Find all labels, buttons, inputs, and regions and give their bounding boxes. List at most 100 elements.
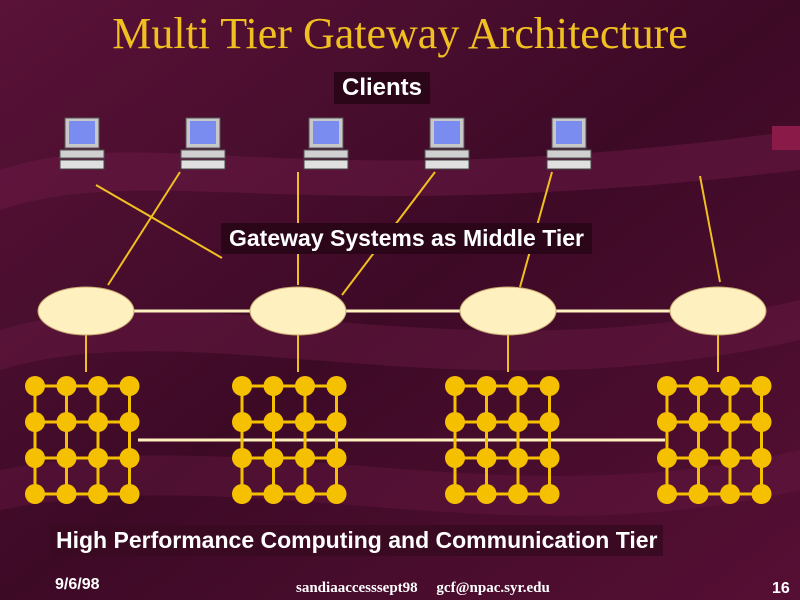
client-computer-icon: [546, 117, 592, 170]
compute-node: [25, 484, 45, 504]
compute-node: [119, 376, 140, 396]
client-computer-icon: [180, 117, 226, 170]
compute-node: [232, 376, 252, 396]
monitor-screen: [434, 121, 460, 144]
compute-node: [751, 484, 772, 504]
keyboard: [180, 159, 226, 170]
compute-node: [508, 412, 528, 432]
compute-node: [751, 376, 772, 396]
compute-node: [476, 484, 497, 504]
compute-node: [445, 412, 465, 432]
compute-node: [326, 376, 347, 396]
compute-node: [263, 484, 284, 504]
gateway-node: [459, 286, 557, 336]
compute-node: [539, 484, 560, 504]
computer-base: [424, 149, 470, 159]
compute-node: [508, 376, 528, 396]
compute-node: [720, 448, 740, 468]
compute-node: [56, 448, 77, 468]
compute-node: [445, 484, 465, 504]
compute-cluster: [232, 376, 347, 504]
compute-node: [476, 376, 497, 396]
compute-node: [232, 484, 252, 504]
compute-node: [25, 448, 45, 468]
keyboard: [546, 159, 592, 170]
hpcc-tier-label: High Performance Computing and Communica…: [50, 525, 664, 556]
computer-base: [303, 149, 349, 159]
footer-email: gcf@npac.syr.edu: [436, 580, 550, 596]
gateway-node: [669, 286, 767, 336]
monitor-screen: [556, 121, 582, 144]
compute-node: [88, 412, 108, 432]
background-swoosh: [0, 130, 800, 210]
compute-node: [326, 484, 347, 504]
compute-node: [295, 484, 315, 504]
compute-cluster: [445, 376, 560, 504]
decorative-tab: [772, 126, 800, 150]
compute-node: [88, 448, 108, 468]
compute-node: [720, 376, 740, 396]
computer-base: [59, 149, 105, 159]
slide-title: Multi Tier Gateway Architecture: [112, 9, 688, 58]
compute-node: [720, 412, 740, 432]
compute-node: [657, 448, 677, 468]
monitor-screen: [190, 121, 216, 144]
client-gateway-link: [107, 171, 181, 286]
compute-node: [25, 412, 45, 432]
compute-node: [445, 376, 465, 396]
computer-base: [180, 149, 226, 159]
compute-node: [657, 484, 677, 504]
compute-node: [263, 376, 284, 396]
compute-node: [539, 448, 560, 468]
compute-cluster: [657, 376, 772, 504]
compute-node: [508, 484, 528, 504]
compute-node: [657, 376, 677, 396]
client-computer-icon: [59, 117, 105, 170]
compute-node: [688, 484, 709, 504]
page-number: 16: [772, 580, 790, 597]
client-gateway-link: [699, 175, 721, 283]
background-swoosh: [0, 300, 800, 371]
compute-node: [688, 412, 709, 432]
keyboard: [59, 159, 105, 170]
compute-node: [476, 448, 497, 468]
compute-node: [88, 484, 108, 504]
compute-node: [326, 448, 347, 468]
compute-node: [119, 448, 140, 468]
clients-label: Clients: [334, 72, 431, 104]
compute-node: [657, 412, 677, 432]
compute-node: [539, 412, 560, 432]
gateway-node: [37, 286, 135, 336]
footer-source: sandiaaccesssept98 gcf@npac.syr.edu: [296, 580, 550, 600]
footer-source-name: sandiaaccesssept98: [296, 580, 418, 596]
compute-node: [295, 412, 315, 432]
compute-node: [119, 484, 140, 504]
monitor-screen: [69, 121, 95, 144]
client-computer-icon: [303, 117, 349, 170]
compute-node: [88, 376, 108, 396]
compute-node: [295, 376, 315, 396]
gateway-node: [249, 286, 347, 336]
compute-node: [56, 484, 77, 504]
compute-node: [751, 448, 772, 468]
compute-cluster: [25, 376, 140, 504]
computer-base: [546, 149, 592, 159]
compute-node: [688, 376, 709, 396]
compute-node: [751, 412, 772, 432]
keyboard: [424, 159, 470, 170]
footer-date: 9/6/98: [55, 576, 100, 593]
compute-node: [508, 448, 528, 468]
compute-node: [232, 412, 252, 432]
compute-node: [263, 448, 284, 468]
keyboard: [303, 159, 349, 170]
compute-node: [56, 376, 77, 396]
compute-node: [476, 412, 497, 432]
compute-node: [326, 412, 347, 432]
monitor-screen: [313, 121, 339, 144]
compute-node: [445, 448, 465, 468]
client-gateway-link: [95, 184, 223, 259]
background-swoosh: [0, 450, 800, 516]
compute-node: [688, 448, 709, 468]
compute-node: [232, 448, 252, 468]
